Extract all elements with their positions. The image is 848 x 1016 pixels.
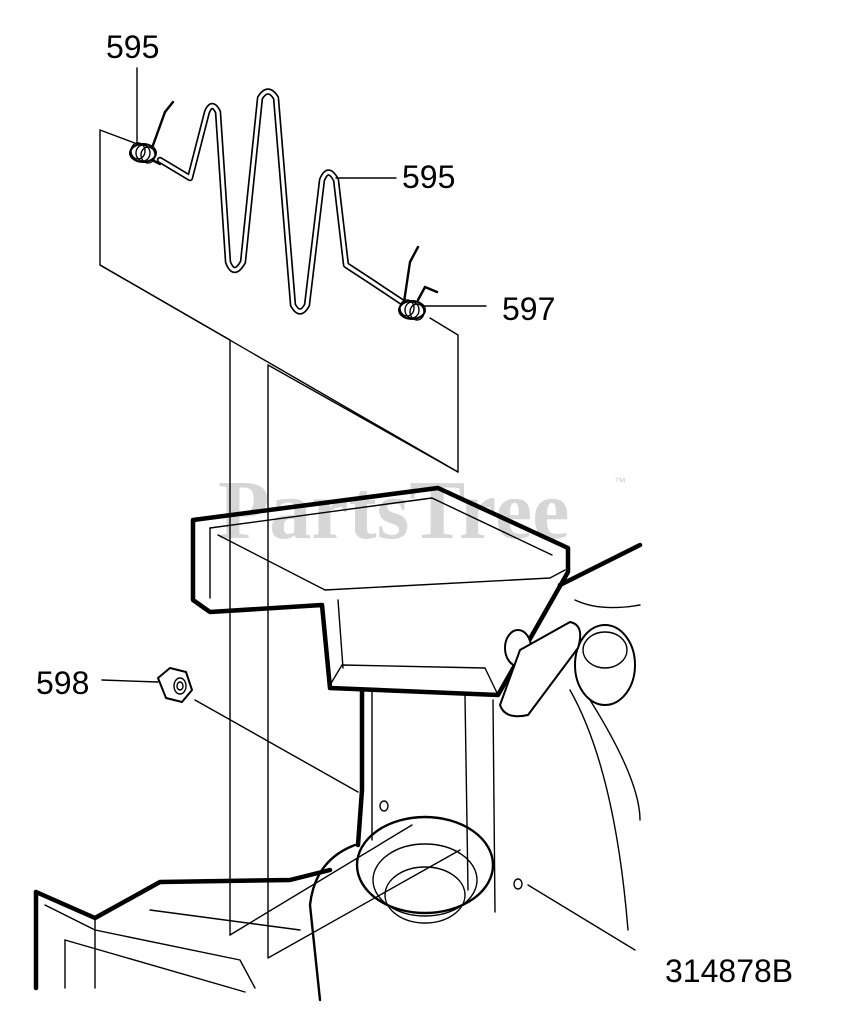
- callout-597: 597: [502, 291, 555, 327]
- leader-lines: [101, 67, 487, 683]
- hex-nut: [157, 667, 193, 703]
- callout-595-wire: 595: [402, 159, 455, 195]
- watermark-trademark: ™: [614, 475, 626, 489]
- projection-lines: [99, 129, 636, 959]
- callout-598: 598: [36, 665, 89, 701]
- torsion-spring-right: [398, 245, 439, 321]
- torsion-spring-left: [129, 100, 175, 166]
- wire-spring-part: [156, 88, 406, 315]
- callout-595-spring: 595: [106, 29, 159, 65]
- diagram-id: 314878B: [665, 953, 793, 989]
- chute-housing: [33, 485, 643, 1002]
